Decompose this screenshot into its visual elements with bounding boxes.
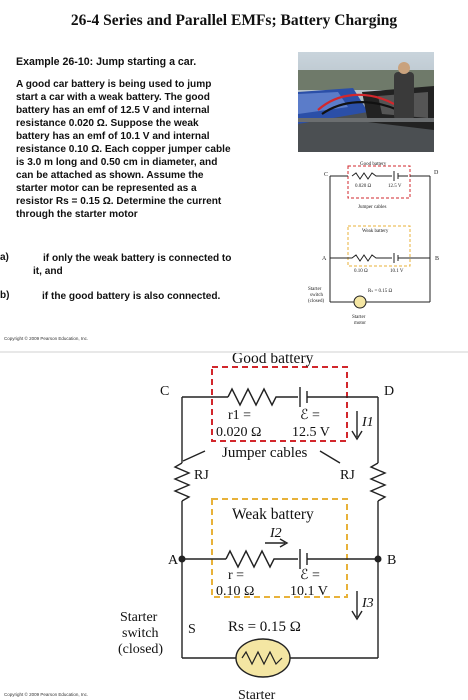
problem-line: start a car with a weak battery. The goo… — [16, 92, 210, 104]
resistor-r2 — [225, 549, 298, 569]
r2-label: r = — [228, 568, 244, 583]
r1-value: 0.020 Ω — [216, 425, 261, 440]
switch-s-label: S — [188, 622, 196, 637]
i1-label: I1 — [361, 415, 374, 430]
emf2-label: ℰ = — [300, 568, 320, 583]
part-a-label: a) — [0, 252, 9, 263]
problem-line: resistance 0.10 Ω. Each copper jumper ca… — [16, 144, 231, 156]
resistor-rj-left — [173, 462, 191, 502]
svg-text:Jumper cables: Jumper cables — [358, 205, 387, 210]
r1-label: r1 = — [228, 408, 251, 423]
part-a-text: if only the weak battery is connected to… — [33, 252, 231, 278]
problem-line: battery has an emf of 10.1 V and interna… — [16, 131, 210, 143]
node-a-label: A — [168, 553, 179, 568]
emf2-value: 10.1 V — [290, 584, 328, 599]
problem-text: A good car battery is being used to jump… — [16, 78, 274, 222]
svg-text:B: B — [435, 256, 439, 262]
rj-left-label: RJ — [194, 468, 209, 483]
problem-line: starter motor can be represented as a — [16, 183, 197, 195]
svg-text:Starter: Starter — [352, 315, 366, 320]
rs-label: Rs = 0.15 Ω — [228, 619, 301, 635]
node-c-label: C — [160, 384, 169, 399]
svg-text:Rₛ = 0.15 Ω: Rₛ = 0.15 Ω — [368, 289, 393, 294]
svg-text:12.5 V: 12.5 V — [388, 184, 402, 189]
svg-text:motor: motor — [354, 321, 366, 326]
part-b-label: b) — [0, 290, 10, 301]
jump-start-photo-art — [298, 52, 434, 152]
svg-text:switch: switch — [310, 293, 324, 298]
starter-switch-line: Starter — [120, 610, 158, 625]
svg-text:Good battery: Good battery — [360, 162, 387, 167]
circuit-diagram: C D A B Good battery r1 = 0.020 Ω ℰ = 12… — [118, 353, 396, 700]
emf1-value: 12.5 V — [292, 425, 330, 440]
example-heading: Example 26-10: Jump starting a car. — [16, 56, 197, 68]
node-a-dot — [178, 555, 186, 563]
starter-switch-line: (closed) — [118, 642, 163, 657]
starter-motor — [235, 638, 291, 678]
i3-label: I3 — [361, 596, 374, 611]
svg-text:C: C — [324, 172, 328, 178]
problem-line: through the starter motor — [16, 209, 138, 221]
svg-text:Weak battery: Weak battery — [362, 229, 389, 234]
weak-battery-box — [211, 498, 348, 598]
small-circuit-diagram: C D Good battery 0.020 Ω 12.5 V Jumper c… — [308, 162, 439, 326]
good-battery-label: Good battery — [232, 353, 314, 367]
jump-start-photo — [298, 52, 434, 152]
part-b-text: if the good battery is also connected. — [42, 291, 221, 302]
emf1-label: ℰ = — [300, 408, 320, 423]
resistor-rj-right — [369, 462, 387, 502]
weak-battery-label: Weak battery — [232, 506, 314, 523]
resistor-rs — [241, 650, 283, 666]
r2-value: 0.10 Ω — [216, 584, 254, 599]
copyright-bottom: Copyright © 2009 Pearson Education, Inc. — [4, 692, 89, 697]
svg-text:D: D — [434, 170, 439, 176]
problem-line: resistor Rs = 0.15 Ω. Determine the curr… — [16, 196, 222, 208]
node-b-dot — [374, 555, 382, 563]
rj-right-label: RJ — [340, 468, 355, 483]
i2-label: I2 — [269, 526, 282, 541]
problem-line: battery has an emf of 12.5 V and interna… — [16, 105, 210, 117]
svg-text:10.1 V: 10.1 V — [390, 269, 404, 274]
part-a-line: it, and — [33, 266, 63, 277]
problem-line: resistance 0.020 Ω. Suppose the weak — [16, 118, 199, 130]
copyright-top: Copyright © 2009 Pearson Education, Inc. — [4, 336, 89, 341]
problem-line: A good car battery is being used to jump — [16, 79, 212, 90]
problem-line: is 3.0 m long and 0.50 cm in diameter, a… — [16, 157, 218, 169]
jumper-cables-label: Jumper cables — [222, 445, 308, 461]
node-b-label: B — [387, 553, 396, 568]
part-a-line: if only the weak battery is connected to — [43, 253, 232, 264]
svg-text:A: A — [322, 256, 327, 262]
svg-text:(closed): (closed) — [308, 299, 324, 304]
starter-motor-label: Starter — [238, 688, 276, 700]
slide-top: 26-4 Series and Parallel EMFs; Battery C… — [0, 12, 440, 341]
slide-title: 26-4 Series and Parallel EMFs; Battery C… — [70, 12, 398, 29]
svg-text:0.10 Ω: 0.10 Ω — [354, 269, 368, 274]
slide-divider — [0, 351, 468, 353]
resistor-r1 — [227, 387, 298, 407]
starter-switch-line: switch — [122, 626, 159, 641]
svg-text:0.020 Ω: 0.020 Ω — [355, 184, 372, 189]
good-battery-box — [211, 366, 348, 442]
problem-line: can be attached as shown. Assume the — [16, 170, 204, 182]
node-d-label: D — [384, 384, 394, 399]
svg-text:Starter: Starter — [308, 287, 322, 292]
